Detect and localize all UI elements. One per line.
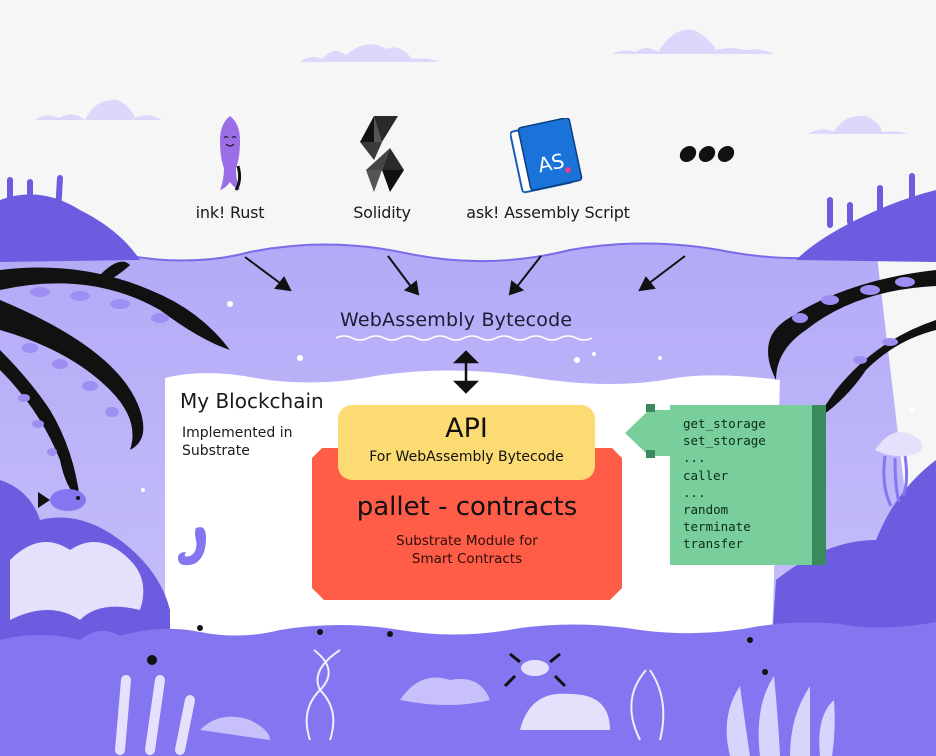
api-subtitle: For WebAssembly Bytecode — [369, 449, 564, 465]
arrow-solidity — [387, 255, 413, 289]
left-hill — [0, 194, 140, 262]
more-dots-icon — [678, 146, 737, 166]
rock — [200, 716, 270, 740]
function-item: random — [683, 502, 729, 518]
webassembly-bytecode-label: WebAssembly Bytecode — [340, 309, 573, 331]
arrow-ink — [244, 256, 285, 287]
arrow-more — [647, 255, 686, 285]
api-title: API — [445, 413, 488, 444]
wave-underline — [335, 335, 593, 341]
blockchain-subtitle: Implemented in Substrate — [182, 425, 293, 459]
bidirectional-arrow — [452, 350, 480, 394]
assemblyscript-book-icon: AS — [509, 117, 586, 198]
host-functions-list: get_storage set_storage ... caller ... r… — [683, 415, 766, 553]
pallet-subtitle: Substrate Module for Smart Contracts — [312, 532, 622, 568]
shell — [520, 693, 610, 730]
right-tentacles — [768, 270, 936, 420]
box-stripe — [812, 405, 826, 565]
solidity-logo-icon — [358, 116, 406, 196]
function-item: ... — [683, 484, 706, 500]
function-item: set_storage — [683, 433, 766, 449]
arrow-nub — [646, 450, 655, 458]
tube-worms — [115, 675, 195, 755]
pallet-subtitle-line2: Smart Contracts — [411, 551, 523, 567]
function-item: transfer — [683, 536, 744, 552]
host-functions-box: get_storage set_storage ... caller ... r… — [670, 405, 826, 565]
squid-icon — [216, 116, 244, 196]
left-tentacles — [0, 261, 230, 500]
cloud — [612, 29, 774, 54]
seaweed — [305, 649, 665, 741]
right-reef — [772, 460, 936, 640]
clouds — [35, 29, 908, 134]
as-label: AS — [536, 148, 567, 177]
language-label-solidity: Solidity — [353, 203, 411, 222]
api-box: API For WebAssembly Bytecode — [338, 405, 595, 480]
seahorse — [178, 527, 206, 566]
coral — [10, 542, 144, 620]
arrow-ask — [515, 255, 542, 289]
function-item: terminate — [683, 519, 751, 535]
language-label-ink: ink! Rust — [195, 203, 265, 222]
pallet-subtitle-line1: Substrate Module for — [396, 533, 538, 549]
blockchain-title: My Blockchain — [180, 389, 324, 413]
jellyfish — [875, 432, 923, 507]
function-item: ... — [683, 450, 706, 466]
language-label-ask: ask! Assembly Script — [466, 203, 630, 222]
fish — [38, 489, 86, 511]
cloud — [808, 115, 908, 134]
function-item: caller — [683, 467, 729, 483]
compile-arrows — [244, 255, 686, 296]
pallet-title: pallet - contracts — [356, 492, 578, 522]
cloud — [300, 44, 440, 62]
function-item: get_storage — [683, 416, 766, 431]
arrow-nub — [646, 404, 655, 412]
right-hill — [796, 190, 936, 262]
crab — [503, 652, 567, 688]
cloud — [35, 99, 161, 120]
rock — [400, 677, 490, 705]
kelp — [726, 676, 835, 756]
